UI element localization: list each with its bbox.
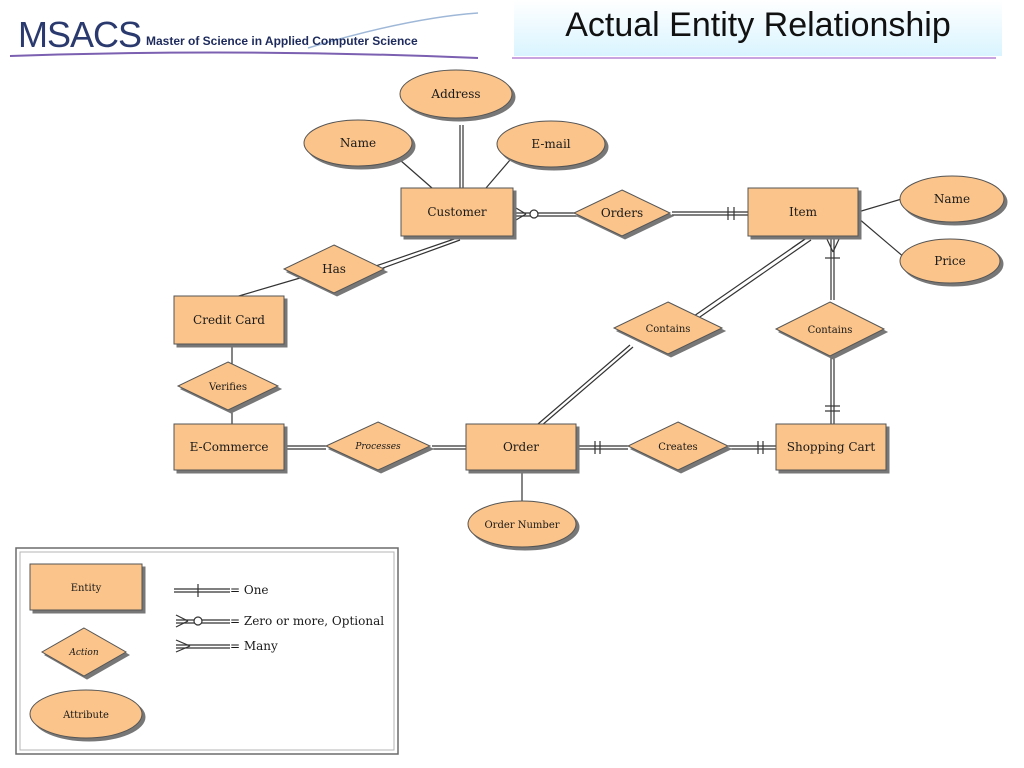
attribute-email — [496, 120, 606, 168]
line-name-customer — [399, 159, 433, 189]
connectors — [231, 125, 906, 502]
legend-action-label: Action — [68, 648, 98, 658]
attribute-price — [899, 238, 1001, 284]
entity-ecommerce — [173, 423, 285, 471]
optional-circle — [529, 209, 539, 219]
entity-customer-label: Customer — [427, 205, 487, 219]
legend-zero-label: = Zero or more, Optional — [230, 614, 384, 628]
legend-many-crow-a — [175, 639, 191, 647]
legend-many-label: = Many — [230, 639, 278, 653]
action-verifies — [176, 361, 280, 411]
legend-inner-frame — [19, 551, 395, 751]
line-item-price — [857, 217, 906, 259]
action-contains-order-label: Contains — [646, 324, 691, 335]
actions — [176, 189, 886, 471]
legend-one-label: = One — [230, 583, 269, 597]
logo-mark: MSACS — [18, 14, 142, 55]
legend: Entity Action Attribute = One = Zero or … — [15, 547, 399, 755]
legend-attribute-shape — [29, 689, 143, 739]
legend-attribute-label: Attribute — [62, 710, 109, 721]
line-customer-has-2 — [371, 239, 461, 273]
line-contains-item-2 — [696, 239, 812, 320]
entity-ecommerce-label: E-Commerce — [190, 440, 269, 454]
attribute-price-label: Price — [934, 254, 965, 268]
line-order-contains-2 — [540, 346, 634, 427]
line-contains-item — [693, 236, 809, 317]
entities — [173, 187, 887, 471]
crow-foot-a — [515, 207, 527, 215]
line-email-customer — [485, 159, 511, 189]
line-has-creditcard — [231, 277, 301, 299]
logo-subtitle: Master of Science in Applied Computer Sc… — [146, 34, 418, 48]
legend-zero-circle — [193, 616, 203, 626]
attribute-item-name-label: Name — [934, 192, 970, 206]
action-has — [282, 244, 386, 294]
legend-entity-shape — [29, 563, 143, 611]
entity-credit-card — [173, 295, 285, 345]
crow-item-b — [832, 236, 841, 253]
entity-order-label: Order — [503, 440, 539, 454]
entity-shopping-cart — [775, 423, 887, 471]
attributes — [303, 69, 1005, 548]
attribute-order-number-label: Order Number — [484, 520, 559, 531]
crow-item-c — [791, 236, 809, 249]
attribute-item-name — [899, 175, 1005, 223]
attribute-address — [399, 69, 513, 119]
page-title: Actual Entity Relationship — [565, 6, 951, 44]
crow-foot-b — [515, 213, 527, 221]
action-creates — [626, 421, 730, 471]
attribute-customer-name — [303, 119, 413, 167]
action-contains-cart — [774, 301, 886, 357]
crow-item-a — [825, 236, 834, 253]
logo-swoosh — [9, 12, 479, 59]
action-orders — [572, 189, 672, 237]
entity-item-label: Item — [789, 205, 818, 219]
attribute-order-number — [467, 500, 577, 548]
title-divider — [512, 57, 996, 59]
action-contains-cart-label: Contains — [808, 325, 853, 336]
attribute-address-label: Address — [430, 87, 480, 101]
legend-action-shape — [40, 627, 128, 677]
action-has-label: Has — [322, 262, 346, 276]
action-creates-label: Creates — [658, 442, 697, 453]
attribute-email-label: E-mail — [531, 137, 570, 151]
entity-shopping-cart-label: Shopping Cart — [787, 440, 876, 454]
attribute-customer-name-label: Name — [340, 136, 376, 150]
entity-order — [465, 423, 577, 471]
line-order-contains — [537, 344, 631, 425]
entity-credit-card-label: Credit Card — [193, 313, 265, 327]
line-item-name — [857, 197, 906, 213]
action-orders-label: Orders — [601, 206, 643, 220]
line-customer-has — [369, 236, 461, 269]
legend-many-crow-b — [175, 645, 191, 653]
msacs-logo: MSACS Master of Science in Applied Compu… — [8, 8, 482, 62]
entity-item — [747, 187, 859, 237]
entity-customer — [400, 187, 514, 237]
action-processes-label: Processes — [354, 442, 401, 452]
legend-zero-crow-a — [175, 614, 189, 622]
action-processes — [324, 421, 432, 471]
action-verifies-label: Verifies — [208, 382, 247, 393]
action-contains-order — [612, 301, 724, 355]
legend-entity-label: Entity — [71, 583, 102, 594]
title-bar: Actual Entity Relationship — [514, 0, 1002, 56]
legend-zero-crow-b — [175, 620, 189, 628]
